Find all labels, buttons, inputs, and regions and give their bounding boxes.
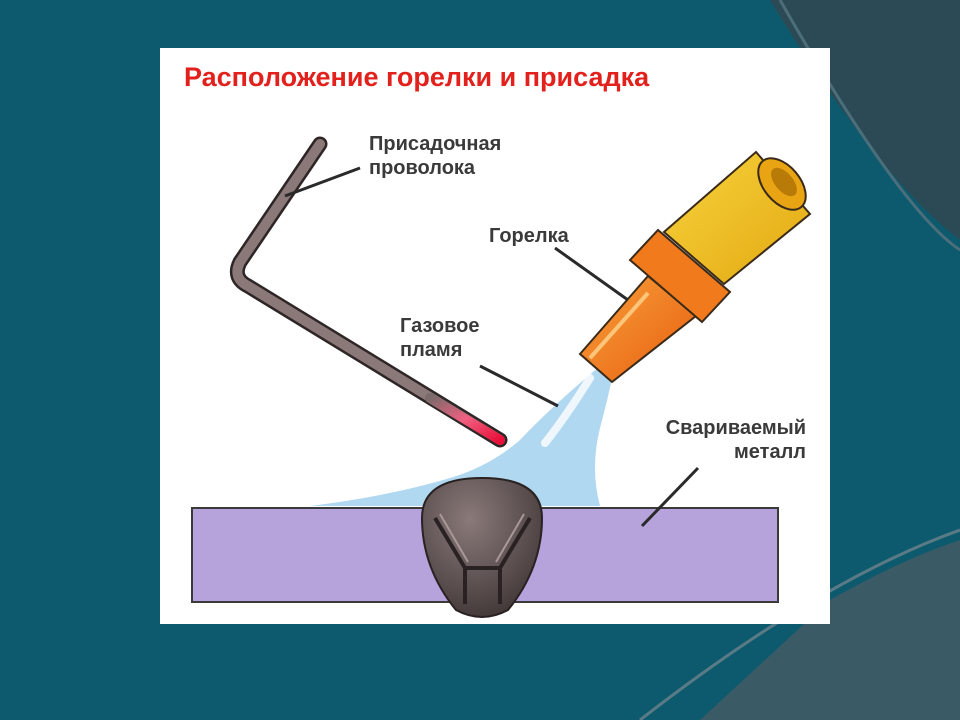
weld-bead: [420, 476, 544, 618]
filler-wire: [229, 136, 508, 448]
leader-flame: [479, 364, 559, 408]
label-base-metal: Свариваемый металл: [665, 417, 806, 463]
label-torch: Горелка: [489, 225, 569, 247]
label-filler-wire: Присадочная проволока: [369, 133, 502, 179]
torch-nut: [628, 228, 732, 324]
gas-flame: [310, 366, 612, 506]
leader-metal: [640, 466, 700, 528]
diagram-panel: Расположение горелки и присадка Присадоч…: [160, 48, 830, 624]
leader-wire: [284, 166, 361, 198]
leader-torch: [554, 246, 629, 302]
label-gas-flame: Газовое пламя: [400, 315, 480, 361]
welding-diagram: [191, 136, 812, 618]
diagram-title: Расположение горелки и присадка: [184, 62, 650, 92]
